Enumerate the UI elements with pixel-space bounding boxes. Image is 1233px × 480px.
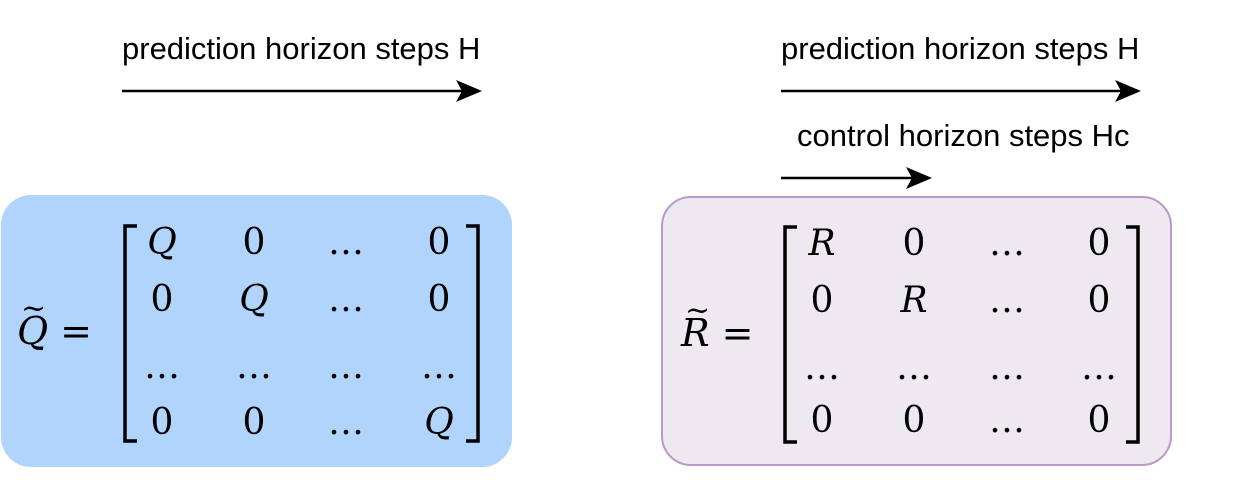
left-prediction-arrow <box>122 80 482 102</box>
r-cell-r2-c1: 0 <box>810 280 834 321</box>
r-cell-r2-c3: … <box>989 280 1025 321</box>
r-cell-r3-c2: … <box>896 347 932 388</box>
control-horizon-arrow <box>781 167 932 189</box>
q-cell-r4-c2: 0 <box>242 402 266 443</box>
r-cell-r2-c4: 0 <box>1087 280 1111 321</box>
q-cell-r3-c4: … <box>421 346 457 387</box>
r-cell-r3-c1: … <box>804 347 840 388</box>
r-cell-r1-c3: … <box>989 223 1025 264</box>
r-cell-r1-c1: R <box>808 223 836 264</box>
q-matrix-brackets <box>123 224 480 443</box>
q-cell-r2-c3: … <box>328 279 364 320</box>
q-cell-r3-c3: … <box>328 346 364 387</box>
q-left-bracket <box>123 224 137 443</box>
r-cell-r4-c1: 0 <box>810 400 834 441</box>
q-tilde-accent: ~ <box>21 291 47 326</box>
control-horizon-label: control horizon steps Hc <box>797 118 1130 153</box>
q-cell-r2-c4: 0 <box>427 279 451 320</box>
r-cell-r4-c3: … <box>989 400 1025 441</box>
r-cell-r3-c3: … <box>989 347 1025 388</box>
q-cell-r1-c4: 0 <box>427 222 451 263</box>
q-cell-r2-c1: 0 <box>150 279 174 320</box>
right-prediction-arrow <box>781 80 1141 102</box>
r-cell-r4-c4: 0 <box>1087 400 1111 441</box>
r-equals-sign: = <box>721 311 754 355</box>
r-lhs-symbol: R <box>681 311 710 355</box>
q-cell-r4-c4: Q <box>424 402 454 443</box>
q-cell-r4-c3: … <box>328 402 364 443</box>
r-cell-r1-c4: 0 <box>1087 223 1111 264</box>
q-cell-r1-c2: 0 <box>242 222 266 263</box>
q-cell-r3-c1: … <box>144 346 180 387</box>
r-tilde-lhs: ~R= <box>681 296 754 355</box>
left-prediction-horizon-label: prediction horizon steps H <box>122 31 481 66</box>
r-right-bracket <box>1126 225 1140 444</box>
r-left-bracket <box>783 225 797 444</box>
r-cell-r3-c4: … <box>1081 347 1117 388</box>
q-cell-r3-c2: … <box>236 346 272 387</box>
q-equals-sign: = <box>60 309 92 353</box>
r-matrix-brackets <box>783 225 1140 444</box>
q-tilde-lhs: ~Q= <box>17 294 92 353</box>
q-right-bracket <box>466 224 480 443</box>
q-lhs-symbol: Q <box>17 309 49 353</box>
q-cell-r1-c3: … <box>328 222 364 263</box>
q-cell-r4-c1: 0 <box>150 402 174 443</box>
r-tilde-accent: ~ <box>685 293 711 328</box>
right-prediction-horizon-label: prediction horizon steps H <box>781 31 1140 66</box>
q-cell-r2-c2: Q <box>239 279 269 320</box>
r-cell-r4-c2: 0 <box>902 400 926 441</box>
r-cell-r2-c2: R <box>900 280 928 321</box>
r-cell-r1-c2: 0 <box>902 223 926 264</box>
q-cell-r1-c1: Q <box>147 222 177 263</box>
